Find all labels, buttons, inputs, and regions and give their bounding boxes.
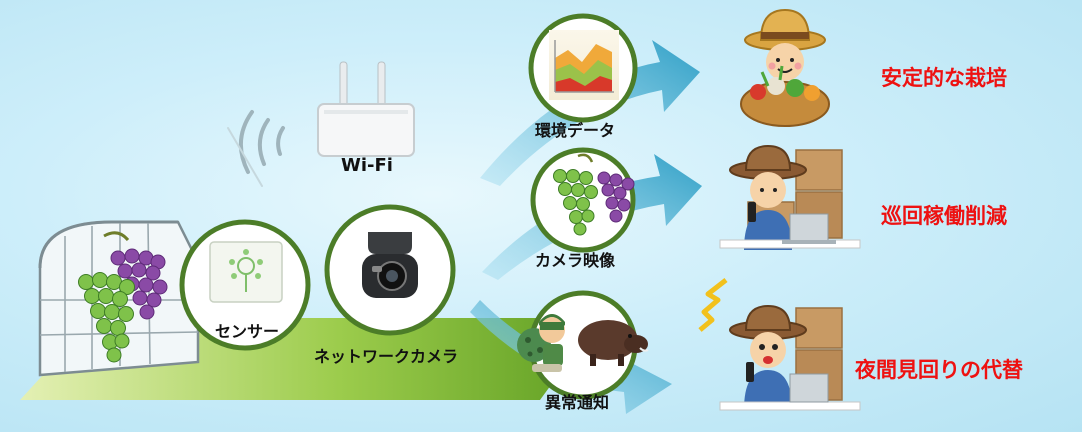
wild-boar-icon xyxy=(578,320,649,366)
sensor-label: センサー xyxy=(215,322,280,341)
result-stable-cultivation: 安定的な栽培 xyxy=(881,66,1007,90)
env-data-circle xyxy=(528,13,638,123)
sensor-device-icon xyxy=(209,241,283,303)
farmer-harvest-icon xyxy=(740,8,830,127)
wifi-signal-icon xyxy=(227,110,285,187)
result-patrol-reduction: 巡回稼働削減 xyxy=(881,204,1007,228)
network-camera-circle xyxy=(324,204,456,336)
farmer-laptop-icon xyxy=(719,144,861,250)
camera-video-circle xyxy=(530,147,636,253)
thief-icon xyxy=(517,314,565,372)
sensor-circle xyxy=(179,219,311,351)
network-camera-label: ネットワークカメラ xyxy=(314,347,459,366)
farmer-night-alert-icon xyxy=(698,278,861,411)
wifi-router-icon xyxy=(317,61,415,157)
grapes-icon xyxy=(78,231,168,363)
arrow-to-alert xyxy=(470,300,672,414)
env-data-label: 環境データ xyxy=(535,121,616,140)
result-night-patrol-replacement: 夜間見回りの代替 xyxy=(855,358,1023,382)
grapes-video-icon xyxy=(553,153,635,236)
camera-device-icon xyxy=(362,232,418,298)
wifi-label: Wi-Fi xyxy=(341,155,393,176)
alert-label: 異常通知 xyxy=(545,393,610,412)
camera-video-label: カメラ映像 xyxy=(535,251,616,270)
area-chart-icon xyxy=(549,30,619,100)
alert-circle xyxy=(517,290,649,400)
